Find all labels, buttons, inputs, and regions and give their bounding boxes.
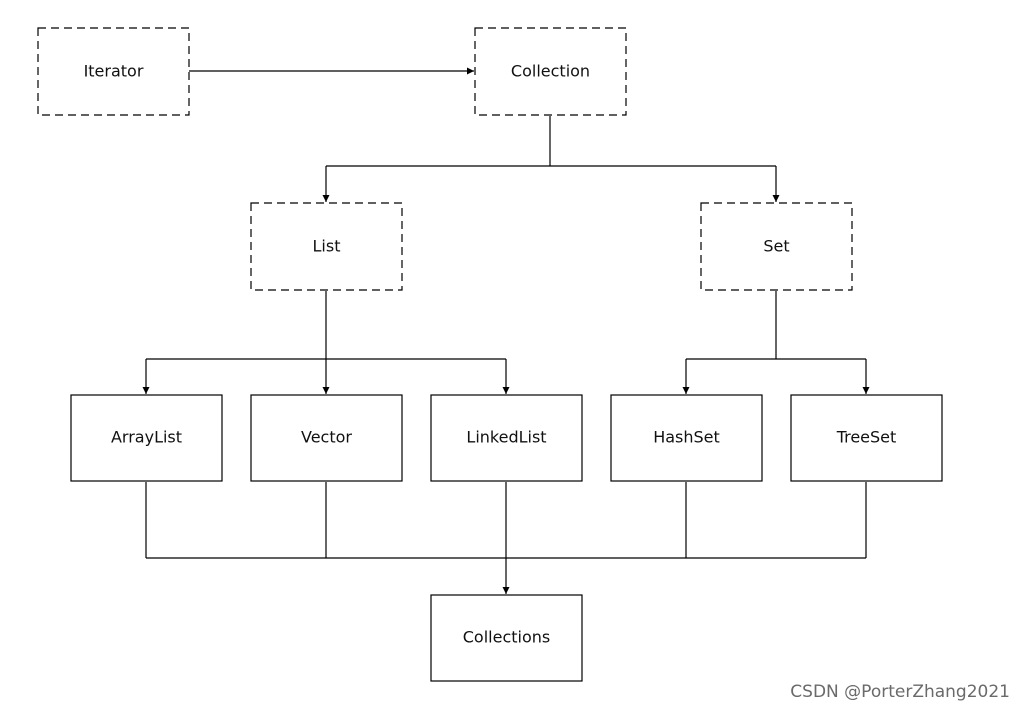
node-vector-label: Vector bbox=[301, 428, 352, 447]
node-linkedlist-box bbox=[430, 394, 583, 482]
node-collections: Collections bbox=[430, 594, 583, 682]
node-list-label: List bbox=[313, 237, 341, 256]
node-list: List bbox=[250, 202, 403, 291]
node-hashset: HashSet bbox=[610, 394, 763, 482]
node-iterator: Iterator bbox=[37, 27, 190, 116]
node-iterator-box bbox=[37, 27, 190, 116]
node-arraylist-box bbox=[70, 394, 223, 482]
edge-list-children bbox=[142, 291, 510, 394]
node-collection-label: Collection bbox=[511, 62, 590, 81]
node-collections-box bbox=[430, 594, 583, 682]
node-set-box bbox=[700, 202, 853, 291]
node-collection: Collection bbox=[474, 27, 627, 116]
node-linkedlist: LinkedList bbox=[430, 394, 583, 482]
node-linkedlist-label: LinkedList bbox=[466, 428, 546, 447]
node-collections-label: Collections bbox=[463, 628, 550, 647]
edge-collection-children bbox=[322, 116, 780, 202]
node-set: Set bbox=[700, 202, 853, 291]
node-set-label: Set bbox=[763, 237, 789, 256]
node-vector-box bbox=[250, 394, 403, 482]
node-treeset-box bbox=[790, 394, 943, 482]
node-list-box bbox=[250, 202, 403, 291]
node-vector: Vector bbox=[250, 394, 403, 482]
node-hashset-label: HashSet bbox=[653, 428, 720, 447]
node-arraylist: ArrayList bbox=[70, 394, 223, 482]
node-collection-box bbox=[474, 27, 627, 116]
edge-to-collections bbox=[145, 482, 867, 594]
edges bbox=[142, 67, 870, 594]
node-treeset: TreeSet bbox=[790, 394, 943, 482]
node-iterator-label: Iterator bbox=[84, 62, 144, 81]
node-hashset-box bbox=[610, 394, 763, 482]
node-treeset-label: TreeSet bbox=[836, 428, 897, 447]
edge-set-children bbox=[682, 291, 870, 394]
nodes: Iterator Collection List Set ArrayList V… bbox=[37, 27, 943, 682]
node-arraylist-label: ArrayList bbox=[111, 428, 182, 447]
watermark-text: CSDN @PorterZhang2021 bbox=[790, 682, 1010, 702]
